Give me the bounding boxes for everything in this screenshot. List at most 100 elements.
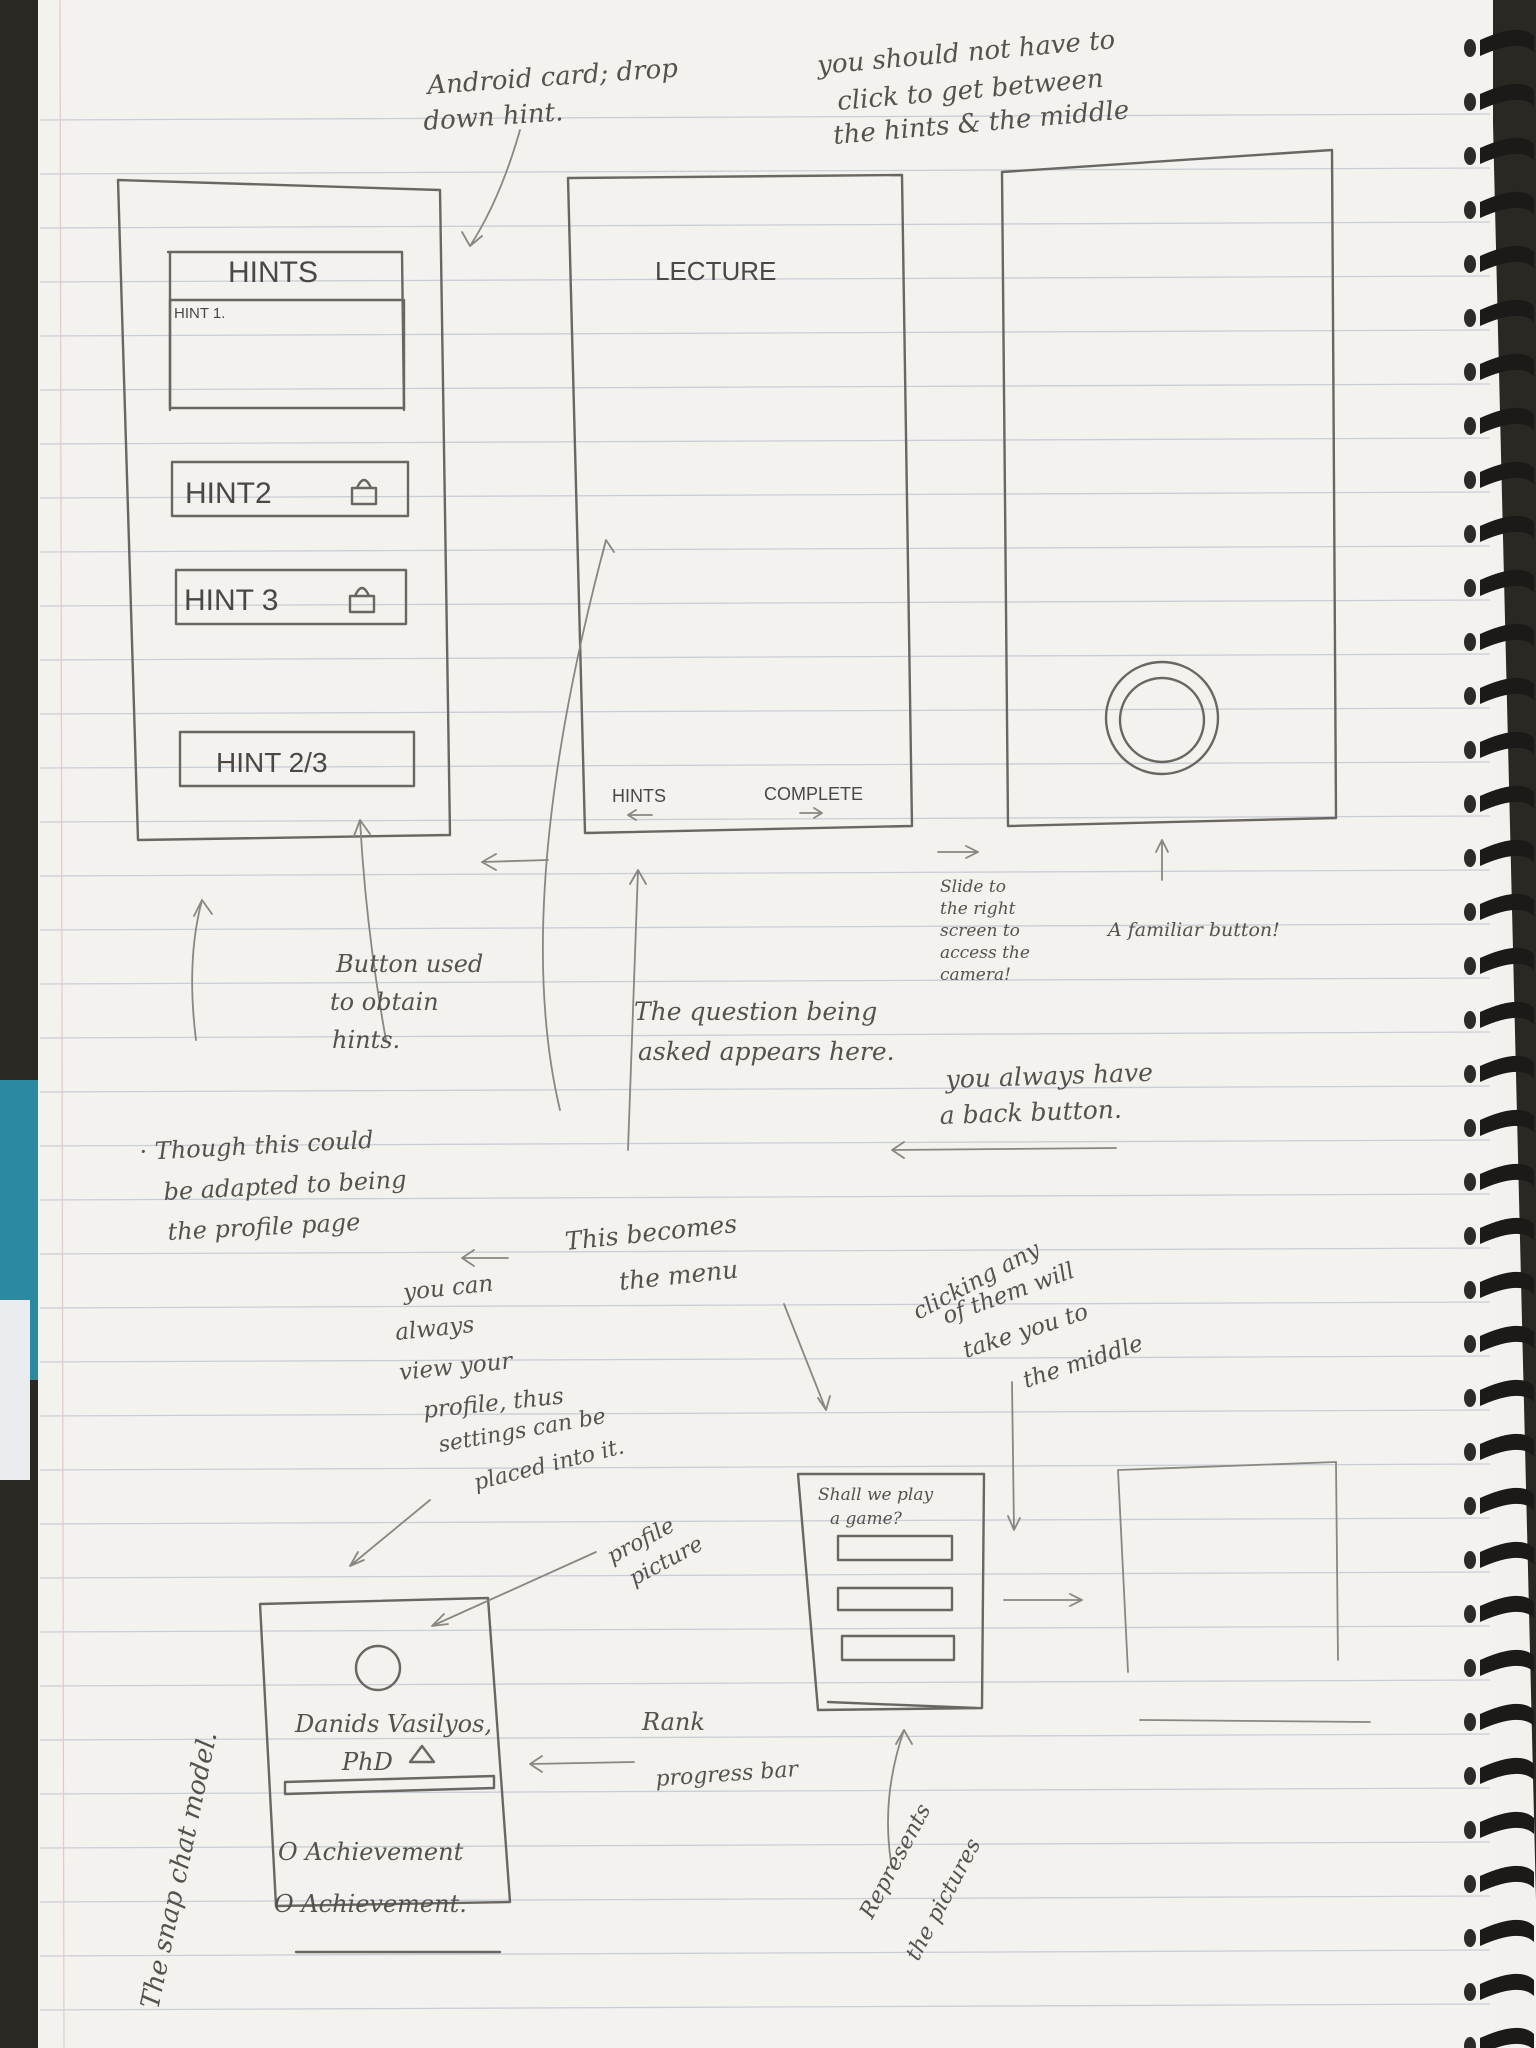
ruled-line [39, 1247, 1491, 1255]
spiral-ring [1464, 1271, 1534, 1299]
hint3-label: HINT 3 [184, 584, 278, 617]
ruled-line [39, 329, 1491, 337]
spiral-ring [1464, 461, 1534, 489]
spiral-ring [1464, 839, 1534, 867]
ruled-line [39, 1841, 1491, 1849]
ruled-line [39, 1571, 1491, 1579]
spiral-ring [1464, 1433, 1534, 1461]
progress-bar [283, 1774, 496, 1796]
note-slide: the right [940, 899, 1016, 919]
ruled-line [39, 113, 1491, 121]
spiral-ring [1464, 1217, 1534, 1245]
annotation-arrows [191, 129, 1169, 1869]
spiral-ring [1464, 1541, 1534, 1569]
spiral-ring [1464, 1379, 1534, 1407]
spiral-ring [1464, 947, 1534, 975]
ruled-line [39, 1949, 1491, 1957]
spiral-ring [1464, 83, 1534, 111]
note-slide: access the [940, 943, 1030, 963]
shutter-button[interactable] [1104, 660, 1220, 776]
ruled-line [39, 653, 1491, 661]
hint3-card[interactable]: HINT 3 [174, 568, 408, 626]
spiral-ring [1464, 191, 1534, 219]
spiral-ring [1464, 1703, 1534, 1731]
hint-counter-button[interactable]: HINT 2/3 [178, 730, 416, 788]
ruled-line [39, 275, 1491, 283]
ruled-line [39, 977, 1491, 985]
lock-icon [350, 478, 378, 506]
spiral-ring [1464, 245, 1534, 273]
profile-screen-sketch: Danids Vasilyos, PhD O Achievement O Ach… [258, 1596, 512, 1954]
ruled-line [39, 437, 1491, 445]
achievement-item: O Achievement [278, 1838, 464, 1866]
hint2-card[interactable]: HINT2 [170, 460, 410, 518]
ruled-line [39, 1301, 1491, 1309]
ruled-line [39, 1355, 1491, 1363]
profile-picture-circle[interactable] [354, 1644, 402, 1692]
spiral-ring [1464, 1163, 1534, 1191]
ruled-line [39, 923, 1491, 931]
ruled-line [39, 221, 1491, 229]
ruled-line [39, 167, 1491, 175]
menu-item[interactable] [836, 1534, 954, 1562]
lock-icon [348, 586, 376, 614]
ruled-line [39, 1193, 1491, 1201]
hint2-label: HINT2 [185, 477, 272, 510]
spiral-ring [1464, 893, 1534, 921]
ruled-line [39, 1787, 1491, 1795]
spiral-ring [1464, 2028, 1534, 2048]
spiral-ring [1464, 1757, 1534, 1785]
note-button-hints: hints. [332, 1026, 400, 1054]
note-familiar-button: A familiar button! [1106, 919, 1280, 941]
spiral-ring [1464, 1649, 1534, 1677]
hint1-card[interactable] [168, 298, 406, 410]
ruled-line [39, 1895, 1491, 1903]
note-slide: screen to [940, 921, 1020, 941]
spiral-ring [1464, 1973, 1534, 2001]
detail-screen-sketch [1117, 1461, 1371, 1723]
menu-screen-sketch: Shall we play a game? [796, 1472, 986, 1712]
ruled-line [39, 1517, 1491, 1525]
ruled-line [39, 1625, 1491, 1633]
profile-name: Danids Vasilyos, [294, 1710, 492, 1738]
menu-prompt-line1: Shall we play [818, 1485, 933, 1505]
ruled-line [39, 383, 1491, 391]
spiral-ring [1464, 677, 1534, 705]
menu-item[interactable] [840, 1634, 956, 1662]
spiral-ring [1464, 1109, 1534, 1137]
spiral-binding [1464, 29, 1534, 2048]
spiral-ring [1464, 1919, 1534, 1947]
note-rank: Rank [641, 1708, 705, 1736]
note-question: asked appears here. [638, 1037, 895, 1066]
menu-item[interactable] [836, 1586, 954, 1612]
camera-screen-sketch [1000, 148, 1338, 828]
ruled-line [39, 815, 1491, 823]
spiral-ring [1464, 1487, 1534, 1515]
spiral-ring [1464, 407, 1534, 435]
ruled-line [39, 761, 1491, 769]
achievement-item: O Achievement. [274, 1890, 467, 1918]
ruled-lines [39, 113, 1491, 2011]
ruled-line [39, 869, 1491, 877]
ruled-line [39, 1733, 1491, 1741]
note-back-button: a back button. [939, 1095, 1122, 1130]
spiral-ring [1464, 1595, 1534, 1623]
spiral-ring [1464, 353, 1534, 381]
ruled-line [39, 1031, 1491, 1039]
note-question: The question being [634, 997, 877, 1026]
hint-counter-label: HINT 2/3 [216, 747, 328, 778]
spiral-ring [1464, 1055, 1534, 1083]
note-button-hints: to obtain [330, 988, 439, 1016]
note-slide: camera! [940, 965, 1011, 985]
hints-title: HINTS [228, 256, 318, 289]
spiral-ring [1464, 731, 1534, 759]
ruled-line [39, 1085, 1491, 1093]
lecture-hints-link[interactable]: HINTS [612, 786, 666, 806]
hints-screen-sketch: HINTS HINT 1. HINT2 HINT 3 HINT 2/3 [116, 178, 452, 842]
lecture-complete-link[interactable]: COMPLETE [764, 784, 863, 804]
lecture-screen-sketch: LECTURE HINTS COMPLETE [566, 173, 914, 835]
ruled-line [39, 599, 1491, 607]
rank-icon [408, 1744, 436, 1764]
ruled-line [39, 707, 1491, 715]
